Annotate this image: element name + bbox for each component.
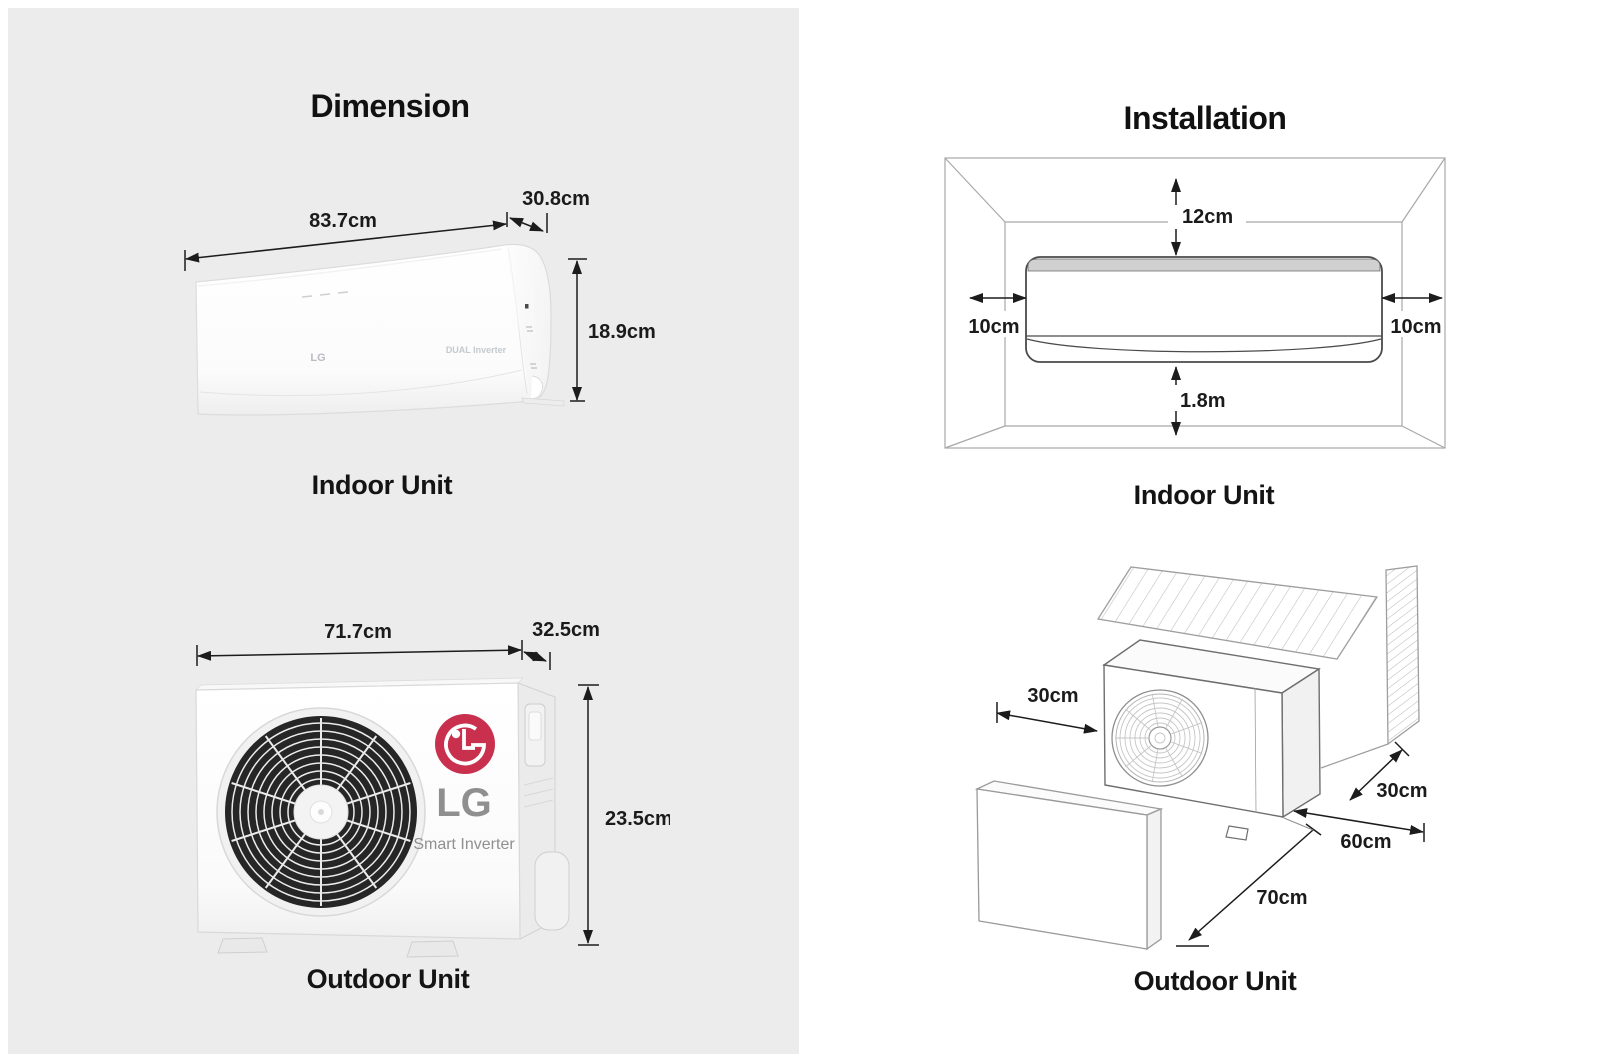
installation-title: Installation: [1123, 100, 1287, 136]
left-clearance-label: 10cm: [968, 316, 1019, 338]
awning-panel: [1096, 566, 1379, 660]
unit-foot: [217, 937, 268, 954]
indoor-dimension-arrows: [184, 212, 587, 402]
cover-slab-drawing: [974, 780, 1164, 951]
smart-inverter-label: Smart Inverter: [413, 836, 515, 853]
outdoor-depth-label: 32.5cm: [532, 619, 600, 641]
outdoor-height-label: 23.5cm: [605, 808, 670, 830]
outdoor-unit-drawing: [1102, 639, 1321, 841]
indoor-height-label: 18.9cm: [588, 321, 656, 343]
right-clearance-label: 10cm: [1390, 316, 1441, 338]
dual-inverter-badge: DUAL Inverter: [446, 345, 507, 355]
floor-clearance-label: 1.8m: [1180, 390, 1226, 412]
outdoor-unit-photo: LG Smart Inverter: [195, 677, 570, 958]
front-left-clearance-label: 30cm: [1027, 685, 1078, 707]
wall-mounted-unit-drawing: [1025, 256, 1383, 363]
indoor-unit-caption-left: Indoor Unit: [311, 470, 453, 500]
side-wall: [1320, 565, 1420, 769]
top-clearance-label: 12cm: [1182, 206, 1233, 228]
clearance-arrows: [996, 702, 1425, 947]
pipe-cover: [534, 851, 570, 931]
indicator-dot: [525, 304, 529, 309]
indoor-unit-photo: LG DUAL Inverter: [195, 243, 565, 416]
fan-grille-drawing: [1111, 689, 1209, 787]
indoor-unit-installation-figure: 12cm 10cm 10cm 1.8m: [944, 157, 1446, 449]
unit-foot: [406, 940, 459, 958]
fan-grille: [216, 707, 426, 917]
side-clearance-label: 60cm: [1340, 831, 1391, 853]
outdoor-unit-installation-figure: 30cm 30cm 60cm 70cm: [974, 565, 1428, 951]
outdoor-dimension-arrows: [196, 640, 599, 946]
rear-clearance-label: 30cm: [1376, 780, 1427, 802]
lg-logo-badge: [435, 714, 495, 774]
outdoor-width-label: 71.7cm: [324, 621, 392, 643]
outdoor-unit-caption-left: Outdoor Unit: [306, 964, 470, 994]
front-clearance-label: 70cm: [1256, 887, 1307, 909]
indoor-depth-label: 30.8cm: [522, 188, 590, 210]
outdoor-unit-caption-right: Outdoor Unit: [1133, 966, 1297, 996]
indoor-unit-caption-right: Indoor Unit: [1133, 480, 1275, 510]
outdoor-unit-dimension-figure: LG Smart Inverter 71.7cm 32.5cm 23.5cm: [195, 619, 670, 958]
clearance-arrows: [969, 178, 1443, 436]
indoor-lg-logo: LG: [310, 352, 325, 364]
outdoor-lg-logotype: LG: [436, 781, 492, 825]
indoor-width-label: 83.7cm: [309, 210, 377, 232]
indoor-unit-dimension-figure: LG DUAL Inverter 83.7cm 30.8cm 18.9cm: [184, 188, 656, 416]
dimension-title: Dimension: [310, 88, 470, 124]
